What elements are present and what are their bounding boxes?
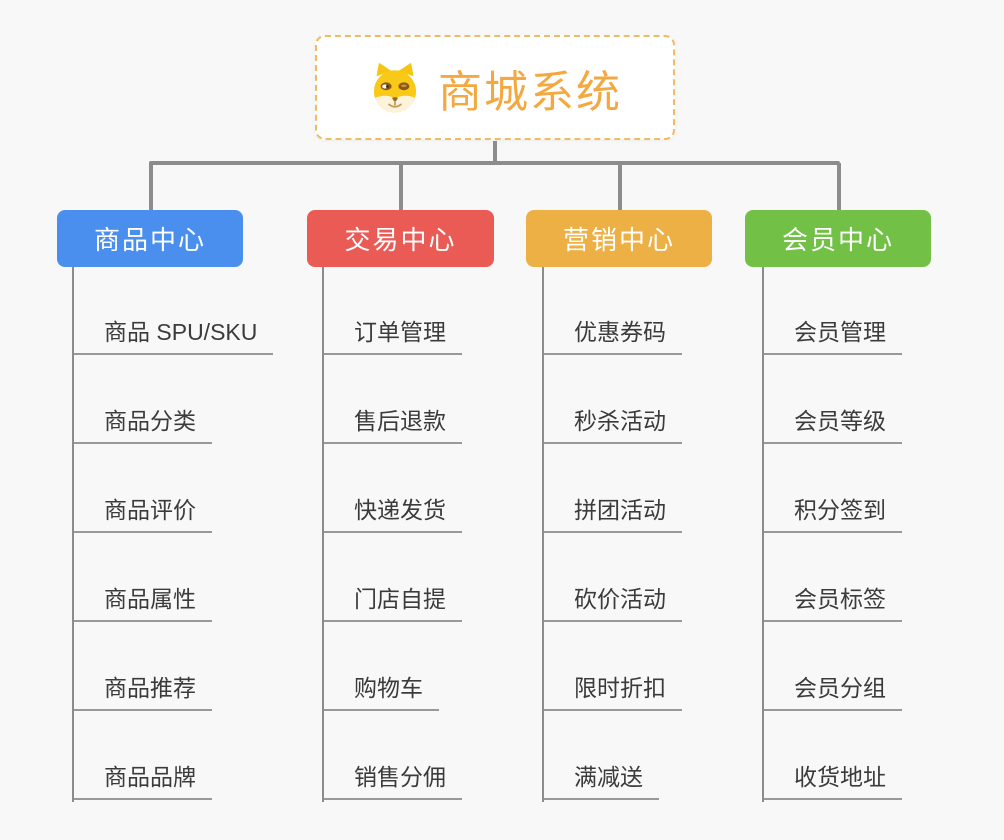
branch-items-marketing-center: 优惠券码 秒杀活动 拼团活动 砍价活动 限时折扣 满减送: [542, 267, 682, 802]
mindmap-item-coupon-code[interactable]: 优惠券码: [544, 313, 682, 355]
mindmap-item-points-checkin[interactable]: 积分签到: [764, 491, 902, 533]
mindmap-item-bargain-activity[interactable]: 砍价活动: [544, 580, 682, 622]
mindmap-item-flash-sale[interactable]: 秒杀活动: [544, 402, 682, 444]
mindmap-item-member-level[interactable]: 会员等级: [764, 402, 902, 444]
branch-node-trade-center[interactable]: 交易中心: [307, 210, 494, 267]
connector-drop-product: [149, 163, 153, 210]
doge-icon: [373, 62, 417, 112]
connector-drop-member: [837, 163, 841, 210]
mindmap-item-member-management[interactable]: 会员管理: [764, 313, 902, 355]
connector-root-stem: [493, 141, 497, 163]
mindmap-item-member-tag[interactable]: 会员标签: [764, 580, 902, 622]
connector-horizontal-bar: [149, 161, 840, 165]
mindmap-item-product-review[interactable]: 商品评价: [74, 491, 212, 533]
mindmap-item-member-group[interactable]: 会员分组: [764, 669, 902, 711]
mindmap-item-group-buy[interactable]: 拼团活动: [544, 491, 682, 533]
mindmap-item-order-management[interactable]: 订单管理: [324, 313, 462, 355]
mindmap-item-product-attribute[interactable]: 商品属性: [74, 580, 212, 622]
branch-node-product-center[interactable]: 商品中心: [57, 210, 243, 267]
branch-items-trade-center: 订单管理 售后退款 快递发货 门店自提 购物车 销售分佣: [322, 267, 462, 802]
root-node[interactable]: 商城系统: [315, 35, 675, 140]
mindmap-item-limited-time-discount[interactable]: 限时折扣: [544, 669, 682, 711]
mindmap-item-store-pickup[interactable]: 门店自提: [324, 580, 462, 622]
mindmap-item-shipping-address[interactable]: 收货地址: [764, 758, 902, 800]
mindmap-item-full-reduction[interactable]: 满减送: [544, 758, 659, 800]
branch-node-marketing-center[interactable]: 营销中心: [526, 210, 712, 267]
root-title: 商城系统: [438, 67, 622, 117]
mindmap-item-aftersale-refund[interactable]: 售后退款: [324, 402, 462, 444]
doge-ear-left: [376, 62, 392, 76]
mindmap-item-product-recommend[interactable]: 商品推荐: [74, 669, 212, 711]
branch-items-product-center: 商品 SPU/SKU 商品分类 商品评价 商品属性 商品推荐 商品品牌: [72, 267, 274, 802]
doge-ear-right: [398, 62, 414, 76]
mindmap-item-sales-commission[interactable]: 销售分佣: [324, 758, 462, 800]
mindmap-item-product-brand[interactable]: 商品品牌: [74, 758, 212, 800]
mindmap-item-express-delivery[interactable]: 快递发货: [324, 491, 462, 533]
connector-drop-marketing: [618, 163, 622, 210]
mindmap-item-product-category[interactable]: 商品分类: [74, 402, 212, 444]
mindmap-item-product-spu-sku[interactable]: 商品 SPU/SKU: [74, 313, 274, 355]
connector-drop-trade: [399, 163, 403, 210]
branch-items-member-center: 会员管理 会员等级 积分签到 会员标签 会员分组 收货地址: [762, 267, 902, 802]
branch-node-member-center[interactable]: 会员中心: [745, 210, 931, 267]
mindmap-item-shopping-cart[interactable]: 购物车: [324, 669, 439, 711]
